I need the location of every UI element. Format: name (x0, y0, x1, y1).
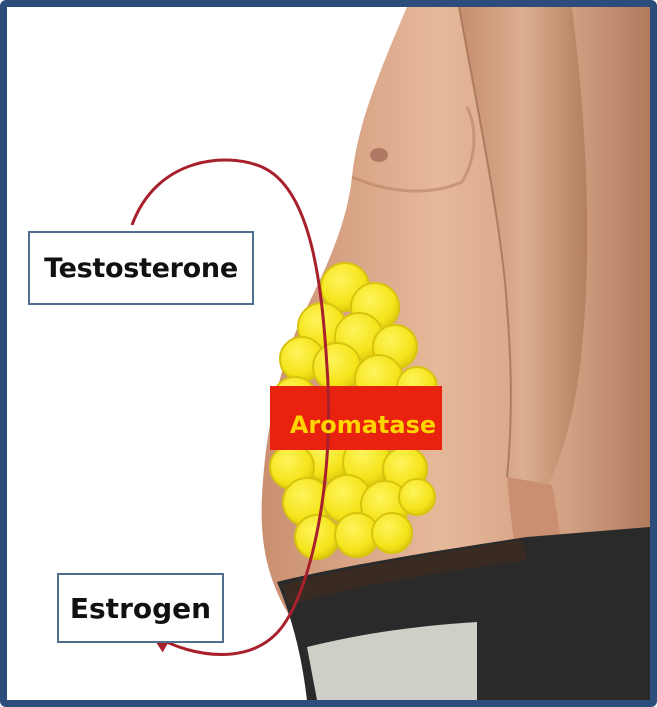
testosterone-label: Testosterone (28, 231, 254, 305)
aromatase-label: Aromatase (277, 393, 449, 457)
estrogen-label: Estrogen (57, 573, 224, 643)
nipple (370, 148, 388, 162)
